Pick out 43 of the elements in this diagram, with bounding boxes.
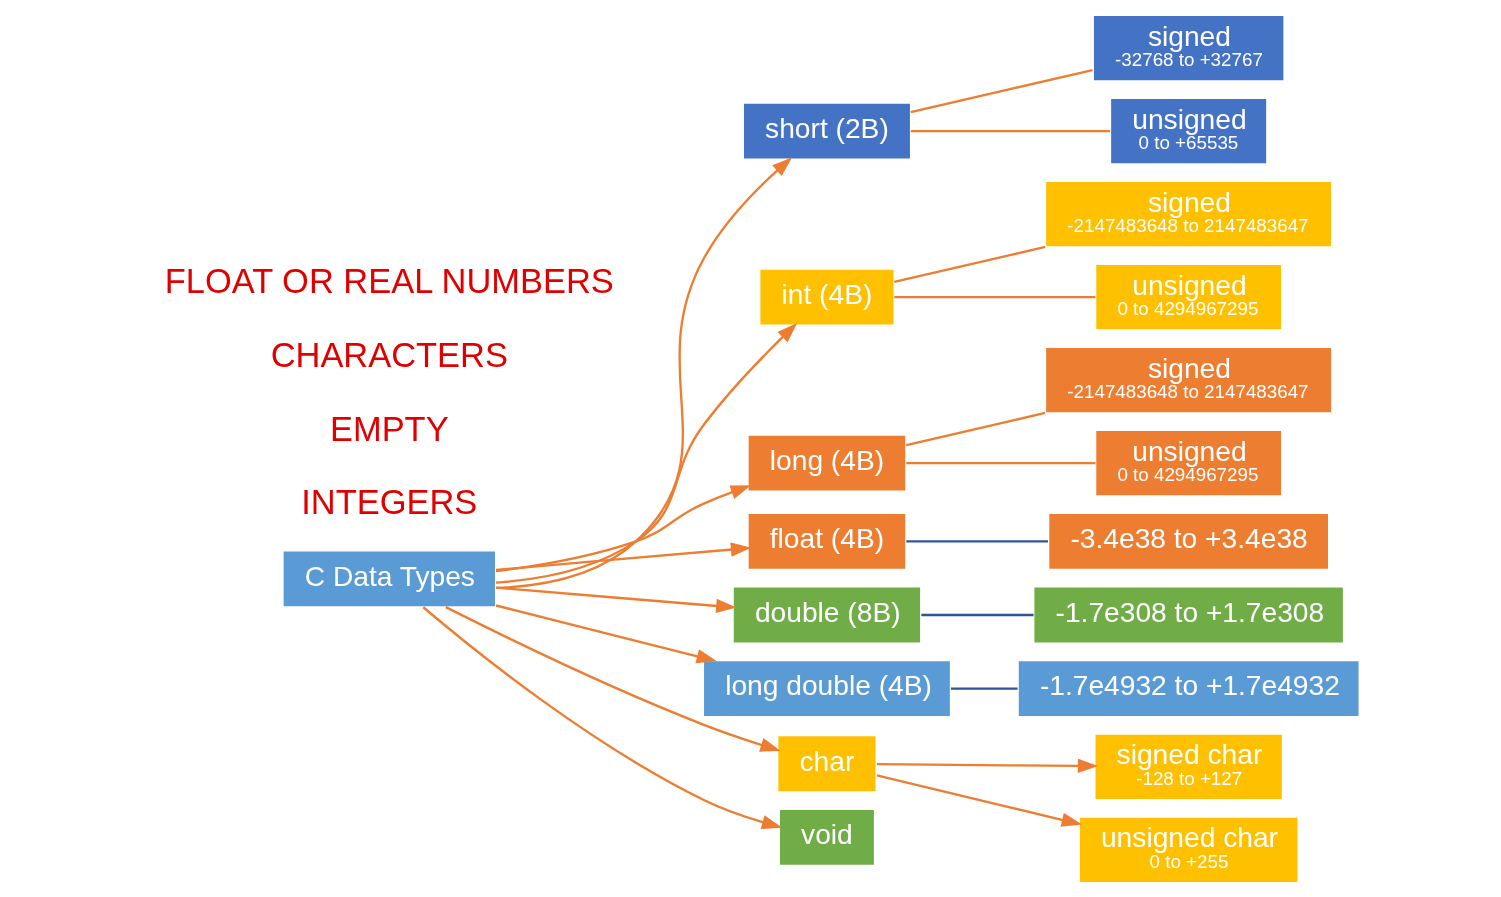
node-box: -1.7e4932 to +1.7e4932 (1016, 659, 1360, 718)
node-box: signed -2147483648 to 2147483647 (1044, 345, 1333, 414)
connector (893, 295, 1095, 298)
label: INTEGERS (300, 482, 477, 521)
arrow (876, 758, 1098, 773)
arrow (495, 541, 751, 571)
node-box: unsigned 0 to 4294967295 (1094, 262, 1283, 331)
connector (920, 613, 1033, 616)
node-box: signed char -128 to +127 (1093, 732, 1283, 801)
node-box: unsigned 0 to +65535 (1109, 96, 1268, 165)
node-box: int (4B) (758, 267, 895, 326)
arrow (495, 322, 797, 584)
node-box: -3.4e38 to +3.4e38 (1047, 511, 1330, 570)
node-box: long (4B) (746, 433, 907, 492)
arrow (495, 586, 736, 613)
node-box: signed -2147483648 to 2147483647 (1044, 179, 1333, 248)
arrow (495, 603, 717, 663)
node-box: long double (4B) (701, 659, 951, 718)
connector (905, 539, 1048, 543)
arrow (495, 156, 792, 589)
connector (893, 245, 1045, 283)
arrow (495, 484, 751, 572)
node-box: C Data Types (281, 549, 497, 608)
node-box: unsigned char 0 to +255 (1077, 815, 1299, 884)
arrow (422, 605, 782, 829)
connector (910, 68, 1093, 113)
node-box: double (8B) (731, 585, 922, 644)
label: EMPTY (329, 409, 449, 448)
connector (905, 411, 1045, 446)
arrow (876, 773, 1082, 827)
node-box: -1.7e308 to +1.7e308 (1032, 585, 1344, 644)
node-box: float (4B) (746, 511, 907, 570)
connector (950, 686, 1018, 690)
label: FLOAT OR REAL NUMBERS (164, 261, 614, 300)
node-box: signed -32768 to +32767 (1091, 13, 1285, 82)
node-box: void (777, 807, 875, 866)
arrow (444, 605, 781, 752)
connector (905, 461, 1095, 464)
node-box: short (2B) (741, 101, 911, 160)
connector (910, 129, 1110, 132)
label: CHARACTERS (270, 335, 508, 374)
node-box: char (776, 734, 877, 793)
node-box: unsigned 0 to 4294967295 (1094, 428, 1283, 497)
